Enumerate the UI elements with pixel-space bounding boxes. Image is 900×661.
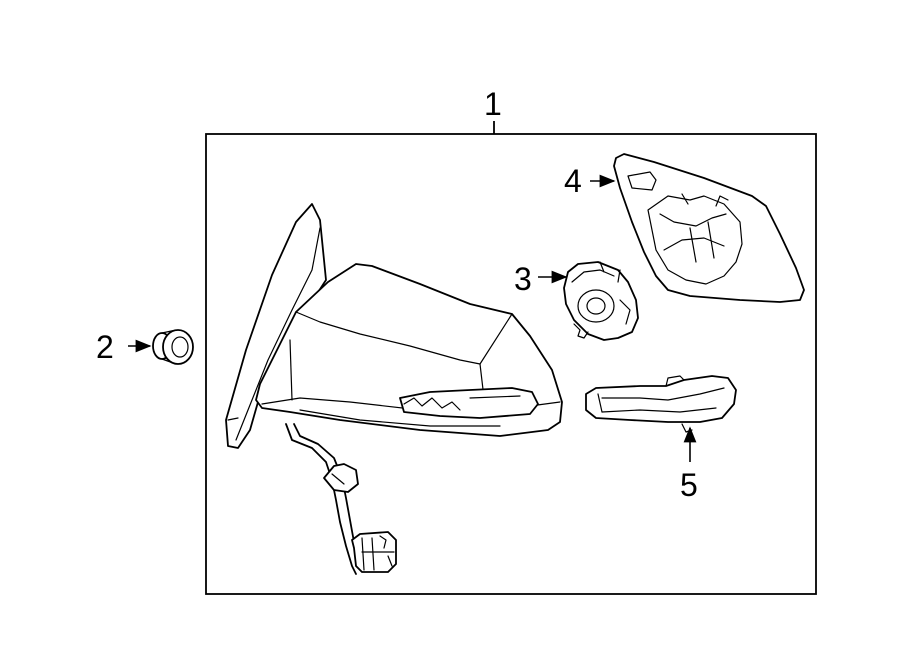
turn-signal-part bbox=[585, 375, 737, 433]
mirror-glass-part bbox=[613, 153, 805, 303]
callout-3-label: 3 bbox=[514, 261, 532, 297]
callout-5-label: 5 bbox=[680, 467, 698, 503]
mirror-assembly-part bbox=[225, 203, 563, 575]
grommet-part bbox=[152, 329, 194, 365]
assembly-frame bbox=[205, 133, 817, 595]
callout-2-label: 2 bbox=[96, 329, 114, 365]
callout-4-label: 4 bbox=[564, 163, 582, 199]
actuator-part bbox=[563, 261, 639, 341]
callout-1-label: 1 bbox=[484, 86, 502, 122]
